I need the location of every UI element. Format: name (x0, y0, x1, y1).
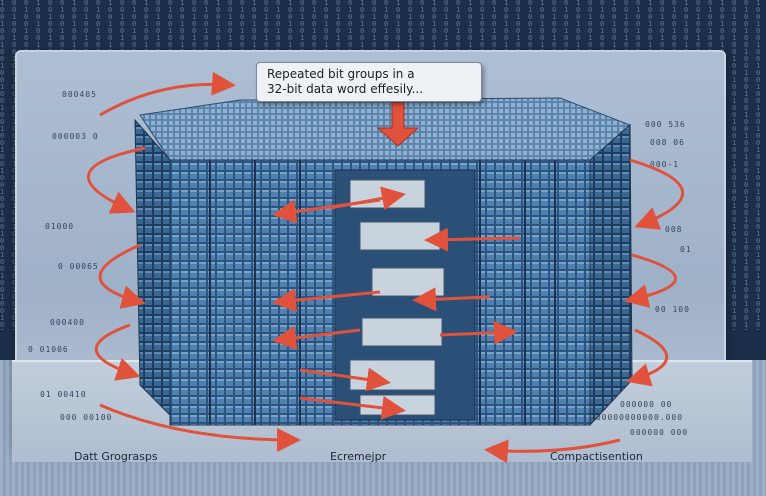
side-code: 0 00065 (58, 262, 99, 271)
binary-column: 1 0 0 1 0 0 1 0 0 1 0 0 1 0 0 1 0 0 1 0 … (0, 0, 5, 330)
side-code: 000000000000.000 (590, 413, 684, 422)
callout-box: Repeated bit groups in a 32-bit data wor… (256, 62, 482, 102)
binary-column: 0 0 1 0 0 1 0 0 1 0 0 1 0 0 1 0 0 1 0 0 … (12, 0, 17, 330)
footer-label-left: Datt Grograsps (74, 450, 158, 463)
side-code: 000405 (62, 90, 97, 99)
side-code: 000000 000 (630, 428, 689, 437)
callout-line-1: Repeated bit groups in a (267, 67, 415, 81)
side-code: 000 00100 (60, 413, 113, 422)
side-code: 008 (665, 225, 683, 234)
side-code: 000-1 (650, 160, 680, 169)
side-code: 00 100 (655, 305, 690, 314)
side-code: 000 536 (645, 120, 686, 129)
side-code: 01000 (45, 222, 75, 231)
side-code: 000000 00 (620, 400, 673, 409)
side-code: 000400 (50, 318, 85, 327)
side-code: 01 00410 (40, 390, 87, 399)
footer-label-center: Ecremejpr (330, 450, 387, 463)
side-code: 0 01006 (28, 345, 69, 354)
binary-column: 1 0 0 1 0 0 1 0 0 1 0 0 1 0 0 1 0 0 1 0 … (756, 0, 761, 330)
side-code: 000003 0 (52, 132, 99, 141)
side-code: 01 (680, 245, 692, 254)
footer-label-right: Compactisention (550, 450, 643, 463)
binary-column: 0 1 0 0 1 0 0 1 0 0 1 0 0 1 0 0 1 0 0 1 … (744, 0, 749, 330)
binary-column: 0 0 1 0 0 1 0 0 1 0 0 1 0 0 1 0 0 1 0 0 … (732, 0, 737, 330)
side-code: 008 06 (650, 138, 685, 147)
callout-line-2: 32-bit data word effesily... (267, 82, 424, 96)
